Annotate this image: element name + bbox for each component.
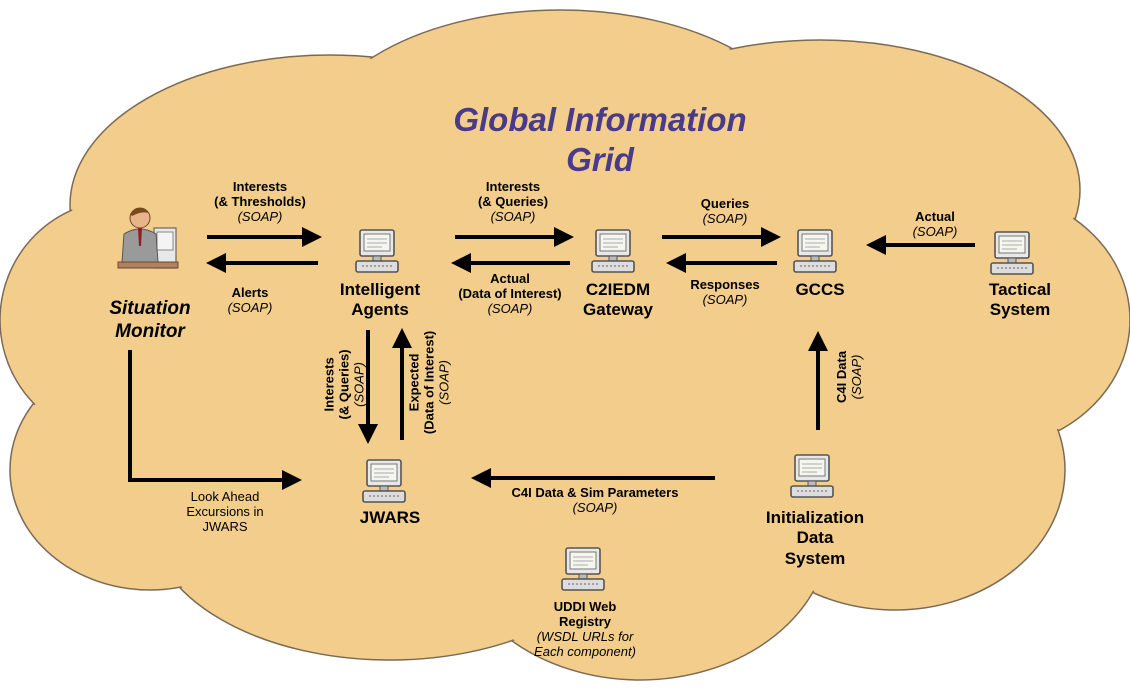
c2iedm-gateway-line-2: Gateway (583, 300, 653, 320)
gccs-line-1: GCCS (795, 280, 845, 299)
label-gateway-to-gccs: Queries (SOAP) (680, 196, 770, 227)
label-protocol: (SOAP) (572, 499, 618, 515)
label-line: (& Queries) (477, 193, 549, 209)
intelligent-agents-computer-icon (355, 229, 399, 273)
tactical-system-computer-icon (990, 231, 1034, 275)
title-line-1: Global Information (453, 101, 747, 138)
person-at-desk-icon (117, 207, 179, 269)
label-protocol: (SOAP) (487, 300, 533, 316)
jwars-line-1: JWARS (359, 508, 421, 527)
label-protocol: (SOAP) (351, 362, 367, 407)
label-gccs-to-gateway: Responses (SOAP) (670, 277, 780, 308)
label-init-to-gccs: C4I Data (SOAP) (834, 332, 865, 422)
jwars-computer-icon (362, 459, 406, 503)
label-line: Actual (490, 271, 530, 286)
label-init-to-jwars: C4I Data & Sim Parameters (SOAP) (470, 485, 720, 516)
label-monitor-to-agents: Interests (& Thresholds) (SOAP) (200, 179, 320, 225)
c2iedm-gateway-computer-icon (591, 229, 635, 273)
label-line: (& Thresholds) (214, 193, 306, 209)
uddi-registry-computer-icon (561, 547, 605, 591)
uddi-line-3: (WSDL URLs for (536, 628, 634, 644)
gccs-computer-icon (793, 229, 837, 273)
node-initialization-data-system: Initialization Data System (745, 508, 885, 569)
situation-monitor-line-1: Situation (109, 298, 191, 319)
label-protocol: (SOAP) (490, 208, 536, 224)
label-agents-to-jwars: Interests (& Queries) (SOAP) (321, 329, 368, 439)
label-line: Responses (690, 277, 760, 292)
label-protocol: (SOAP) (912, 223, 958, 239)
situation-monitor-line-2: Monitor (115, 320, 185, 342)
label-line: Interests (485, 179, 541, 194)
label-line: Look Ahead (190, 489, 260, 504)
label-protocol: (SOAP) (227, 299, 273, 315)
label-tactical-to-gccs: Actual (SOAP) (890, 209, 980, 240)
label-line: C4I Data (834, 350, 850, 403)
label-protocol: (SOAP) (849, 354, 864, 400)
label-jwars-to-agents: Expected (Data of Interest) (SOAP) (406, 317, 453, 447)
label-gateway-to-agents: Actual (Data of Interest) (SOAP) (445, 271, 575, 317)
diagram-title: Global Information Grid (420, 100, 780, 179)
node-situation-monitor: Situation Monitor (90, 298, 210, 344)
c2iedm-gateway-line-1: C2IEDM (585, 280, 651, 299)
label-line: Interests (232, 179, 288, 194)
tactical-system-line-2: System (989, 300, 1051, 320)
label-protocol: (SOAP) (702, 291, 748, 307)
label-protocol: (SOAP) (702, 210, 748, 226)
label-agents-to-gateway: Interests (& Queries) (SOAP) (458, 179, 568, 225)
node-tactical-system: Tactical System (960, 280, 1080, 321)
label-line: Expected (406, 353, 422, 412)
label-line: Interests (321, 357, 337, 412)
intelligent-agents-line-1: Intelligent (339, 280, 421, 299)
label-line: JWARS (202, 518, 248, 534)
uddi-line-1: UDDI Web (553, 599, 617, 614)
label-agents-to-monitor: Alerts (SOAP) (210, 285, 290, 316)
label-protocol: (SOAP) (436, 360, 452, 405)
label-protocol: (SOAP) (237, 208, 283, 224)
label-line: Excursions in (186, 503, 264, 519)
label-line: (Data of Interest) (421, 330, 437, 435)
label-line: Queries (700, 196, 750, 211)
cloud-shape (0, 9, 1130, 681)
label-line: (& Queries) (336, 349, 352, 420)
initialization-data-system-computer-icon (790, 454, 834, 498)
label-line: (Data of Interest) (458, 285, 562, 301)
label-line: Alerts (231, 285, 269, 300)
initialization-line-2: Data (796, 528, 834, 548)
node-uddi-registry: UDDI Web Registry (WSDL URLs for Each co… (510, 599, 660, 660)
tactical-system-line-1: Tactical (988, 280, 1052, 299)
title-line-2: Grid (566, 140, 634, 178)
initialization-line-3: System (784, 548, 846, 568)
intelligent-agents-line-2: Agents (351, 300, 409, 320)
node-jwars: JWARS (340, 508, 440, 528)
label-monitor-to-jwars: Look Ahead Excursions in JWARS (165, 489, 285, 535)
initialization-line-1: Initialization (765, 508, 865, 527)
label-line: Actual (915, 209, 955, 224)
label-line: C4I Data & Sim Parameters (511, 485, 679, 500)
node-intelligent-agents: Intelligent Agents (320, 280, 440, 321)
arrow-monitor-to-jwars (128, 350, 302, 490)
node-c2iedm-gateway: C2IEDM Gateway (558, 280, 678, 321)
node-gccs: GCCS (775, 280, 865, 300)
uddi-line-2: Registry (558, 613, 612, 629)
uddi-line-4: Each component) (534, 643, 636, 659)
